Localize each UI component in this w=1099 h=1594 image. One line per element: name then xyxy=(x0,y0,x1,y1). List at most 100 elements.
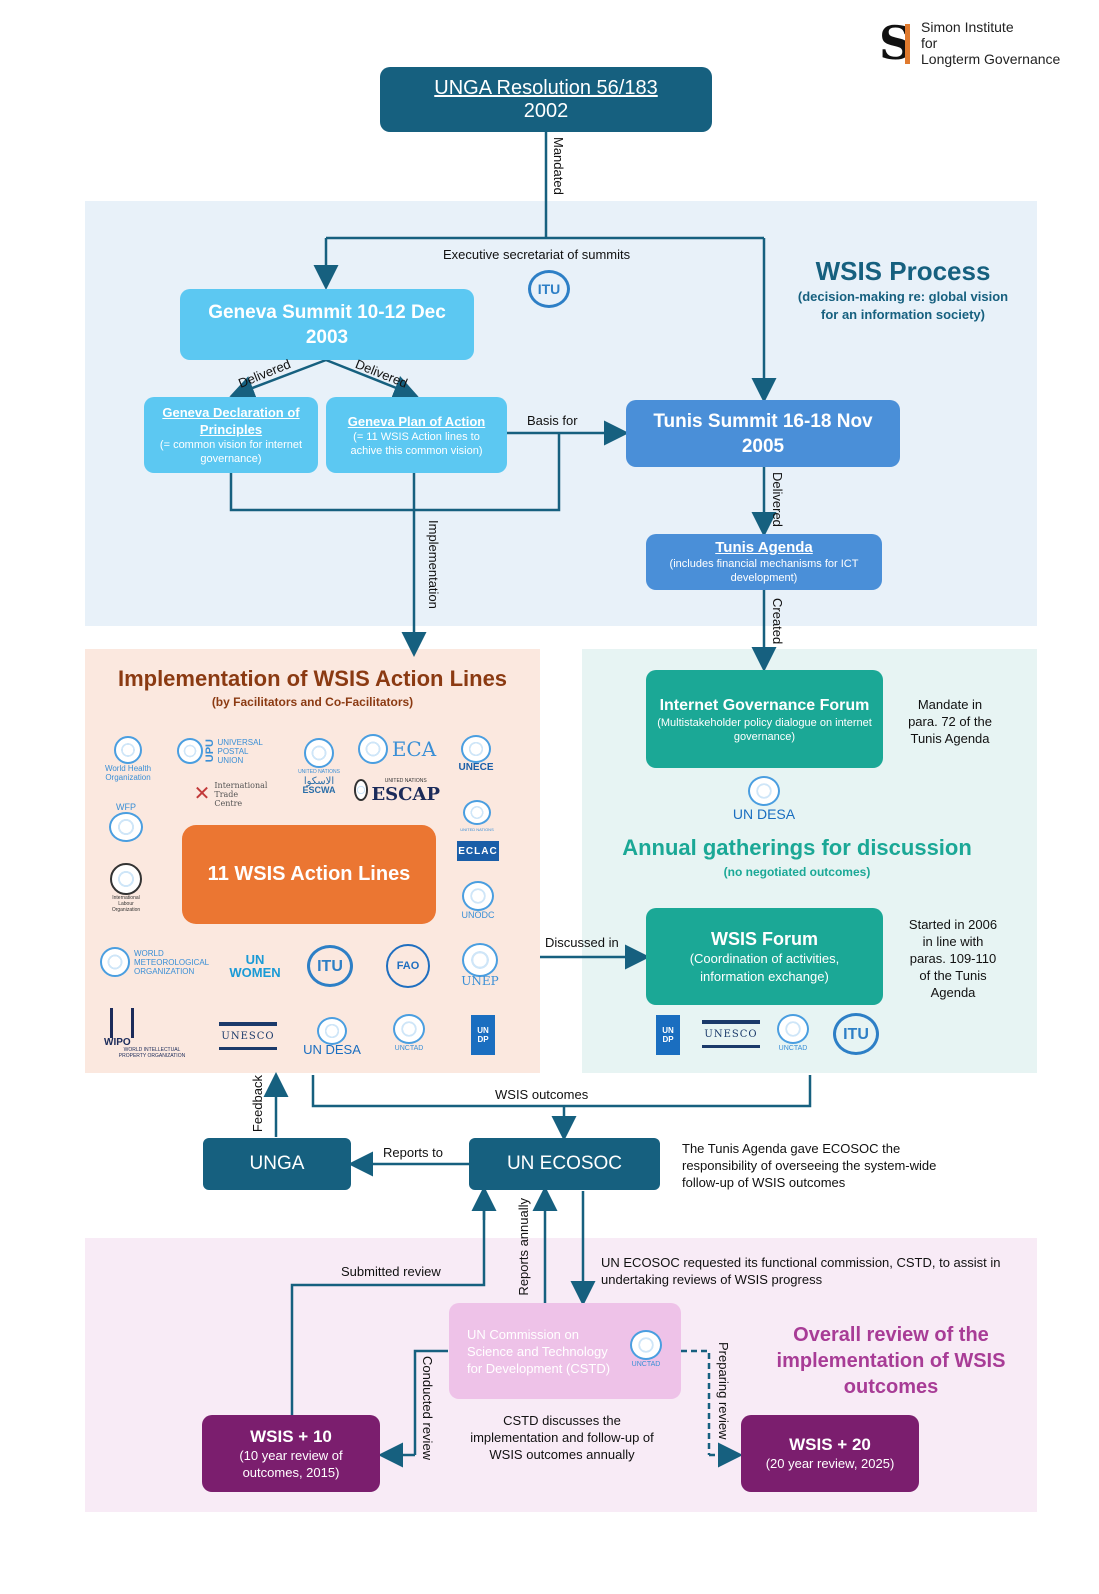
igf-title: Internet Governance Forum xyxy=(659,696,870,714)
wsis10-box[interactable]: WSIS + 10 (10 year review of outcomes, 2… xyxy=(202,1415,380,1492)
tunis-agenda-box[interactable]: Tunis Agenda (includes financial mechani… xyxy=(646,534,882,590)
ilo-logo: International Labour Organization xyxy=(104,858,148,918)
ilo-logo-text: International Labour Organization xyxy=(111,895,141,913)
unwomen-logo: UN WOMEN xyxy=(214,952,296,980)
who-logo: World Health Organization xyxy=(102,735,154,783)
ecosoc-title: UN ECOSOC xyxy=(506,1153,623,1174)
geneva-summit-box[interactable]: Geneva Summit 10-12 Dec 2003 xyxy=(180,289,474,360)
upu-logo-short: UPU xyxy=(203,739,216,763)
unesco-logo-forum: UNESCO xyxy=(702,1014,760,1054)
wsis10-desc: (10 year review of outcomes, 2015) xyxy=(239,1447,343,1480)
un-logo-small: UNITED NATIONS xyxy=(460,800,494,834)
wsis20-box[interactable]: WSIS + 20 (20 year review, 2025) xyxy=(741,1415,919,1492)
who-logo-text: World Health Organization xyxy=(104,764,152,782)
annual-subtitle: (no negotiated outcomes) xyxy=(723,865,871,879)
ecosoc-note: The Tunis Agenda gave ECOSOC the respons… xyxy=(682,1141,937,1190)
unece-logo-text: UNECE xyxy=(458,761,494,773)
undp-logo-forum: UN DP xyxy=(656,1015,680,1055)
basis-for-label: Basis for xyxy=(527,413,578,428)
unctad-logo-forum: UNCTAD xyxy=(770,1010,816,1056)
wsis-forum-title: WSIS Forum xyxy=(711,928,818,949)
unctad-impl-text: UNCTAD xyxy=(394,1044,424,1052)
tunis-agenda-desc: (includes financial mechanisms for ICT d… xyxy=(669,558,859,584)
igf-note: Mandate in para. 72 of the Tunis Agenda xyxy=(908,697,992,746)
tunis-agenda-title[interactable]: Tunis Agenda xyxy=(715,539,813,556)
wfp-logo-text: WFP xyxy=(116,801,136,812)
wsis-outcomes-label: WSIS outcomes xyxy=(495,1087,589,1102)
wipo-logo-text: WIPO xyxy=(104,1036,131,1048)
geneva-plan-desc: (= 11 WSIS Action lines to achive this c… xyxy=(350,430,483,457)
unctad-logo-cstd: UNCTAD xyxy=(624,1326,668,1372)
wsis-forum-note: Started in 2006 in line with paras. 109-… xyxy=(908,917,998,1000)
wipo-logo: WIPO WORLD INTELLECTUAL PROPERTY ORGANIZ… xyxy=(100,1004,204,1062)
unesco-impl-text: UNESCO xyxy=(219,1022,277,1050)
un-small-text: UNITED NATIONS xyxy=(460,827,494,832)
itc-logo-mark: ✕ xyxy=(193,782,211,805)
escap-logo: UNITED NATIONS ESCAP xyxy=(354,775,440,805)
eca-logo-text: ECA xyxy=(391,736,437,761)
unga-box[interactable]: UNGA xyxy=(203,1138,351,1190)
action-lines-title: 11 WSIS Action Lines xyxy=(207,863,411,885)
delivered-tunis-label: Delivered xyxy=(770,472,785,527)
wsis20-desc: (20 year review, 2025) xyxy=(765,1456,895,1471)
annual-title: Annual gatherings for discussion xyxy=(622,835,972,860)
cstd-box[interactable]: UN Commission on Science and Technology … xyxy=(449,1303,681,1399)
upu-logo-text: UNIVERSAL POSTAL UNION xyxy=(217,737,263,765)
wipo-logo-mark xyxy=(110,1007,134,1038)
action-lines-box[interactable]: 11 WSIS Action Lines xyxy=(182,825,436,924)
undp-impl-text: UN DP xyxy=(477,1026,489,1044)
cstd-title: UN Commission on Science and Technology … xyxy=(467,1326,611,1376)
preparing-review-label: Preparing review xyxy=(716,1342,731,1440)
geneva-declaration-title[interactable]: Geneva Declaration of Principles xyxy=(162,405,300,437)
eclac-logo: ECLAC xyxy=(457,841,499,861)
feedback-label: Feedback xyxy=(250,1075,265,1133)
escap-logo-text: ESCAP xyxy=(371,783,440,805)
unodc-logo: UNODC xyxy=(456,878,500,922)
brand-text: Simon Institute for Longterm Governance xyxy=(921,19,1060,67)
unep-logo: UNEP xyxy=(456,940,504,988)
overall-review-title: Overall review of the implementation of … xyxy=(776,1324,1006,1398)
igf-box[interactable]: Internet Governance Forum (Multistakehol… xyxy=(646,670,883,768)
unece-logo: UNECE xyxy=(454,733,498,773)
wmo-logo-text: WORLD METEOROLOGICAL ORGANIZATION xyxy=(134,948,209,976)
ecosoc-box[interactable]: UN ECOSOC xyxy=(469,1138,660,1190)
geneva-plan-box[interactable]: Geneva Plan of Action (= 11 WSIS Action … xyxy=(326,397,507,473)
unodc-logo-text: UNODC xyxy=(461,909,495,920)
geneva-summit-title: Geneva Summit 10-12 Dec 2003 xyxy=(208,301,446,348)
unga-resolution-title[interactable]: UNGA Resolution 56/183 xyxy=(434,76,658,99)
itu-logo-forum: ITU xyxy=(830,1010,882,1058)
escwa-arabic-text: الاسكوا xyxy=(303,775,335,787)
undesa-igf-text: UN DESA xyxy=(732,806,796,822)
wsis-forum-box[interactable]: WSIS Forum (Coordination of activities, … xyxy=(646,908,883,1005)
undesa-impl-text: UN DESA xyxy=(303,1041,361,1057)
geneva-plan-title[interactable]: Geneva Plan of Action xyxy=(347,413,486,429)
fao-logo-text: FAO xyxy=(386,944,430,988)
geneva-declaration-box[interactable]: Geneva Declaration of Principles (= comm… xyxy=(144,397,318,473)
reports-to-label: Reports to xyxy=(383,1145,443,1160)
unctad-forum-text: UNCTAD xyxy=(778,1044,808,1052)
implementation-label: Implementation xyxy=(426,520,441,609)
exec-secretariat-label: Executive secretariat of summits xyxy=(443,247,631,262)
geneva-declaration-desc: (= common vision for internet governance… xyxy=(159,439,303,465)
brand-logo: S xyxy=(879,20,919,66)
unctad-logo-impl: UNCTAD xyxy=(386,1010,432,1056)
itu-logo-impl: ITU xyxy=(304,942,356,990)
undp-logo-impl: UN DP xyxy=(471,1015,495,1055)
reports-annually-label: Reports annually xyxy=(516,1198,531,1296)
tunis-summit-box[interactable]: Tunis Summit 16-18 Nov 2005 xyxy=(626,400,900,467)
escwa-logo: UNITED NATIONS الاسكوا ESCWA xyxy=(296,733,342,799)
undesa-logo-impl: UN DESA xyxy=(300,1012,364,1058)
discussed-in-label: Discussed in xyxy=(545,935,619,950)
wsis20-title: WSIS + 20 xyxy=(789,1435,871,1454)
created-label: Created xyxy=(770,598,785,645)
wipo-logo-desc: WORLD INTELLECTUAL PROPERTY ORGANIZATION xyxy=(118,1046,186,1059)
wsis-process-subtitle: (decision-making re: global vision for a… xyxy=(797,289,1009,322)
itu-forum-text: ITU xyxy=(833,1013,879,1055)
unga-resolution-box[interactable]: UNGA Resolution 56/183 2002 xyxy=(380,67,712,132)
brand-line-1: Simon Institute xyxy=(921,19,1014,35)
igf-desc: (Multistakeholder policy dialogue on int… xyxy=(657,716,872,743)
fao-logo: FAO xyxy=(384,942,432,990)
itu-impl-text: ITU xyxy=(307,945,353,987)
upu-logo: UPU UNIVERSAL POSTAL UNION xyxy=(172,734,272,768)
